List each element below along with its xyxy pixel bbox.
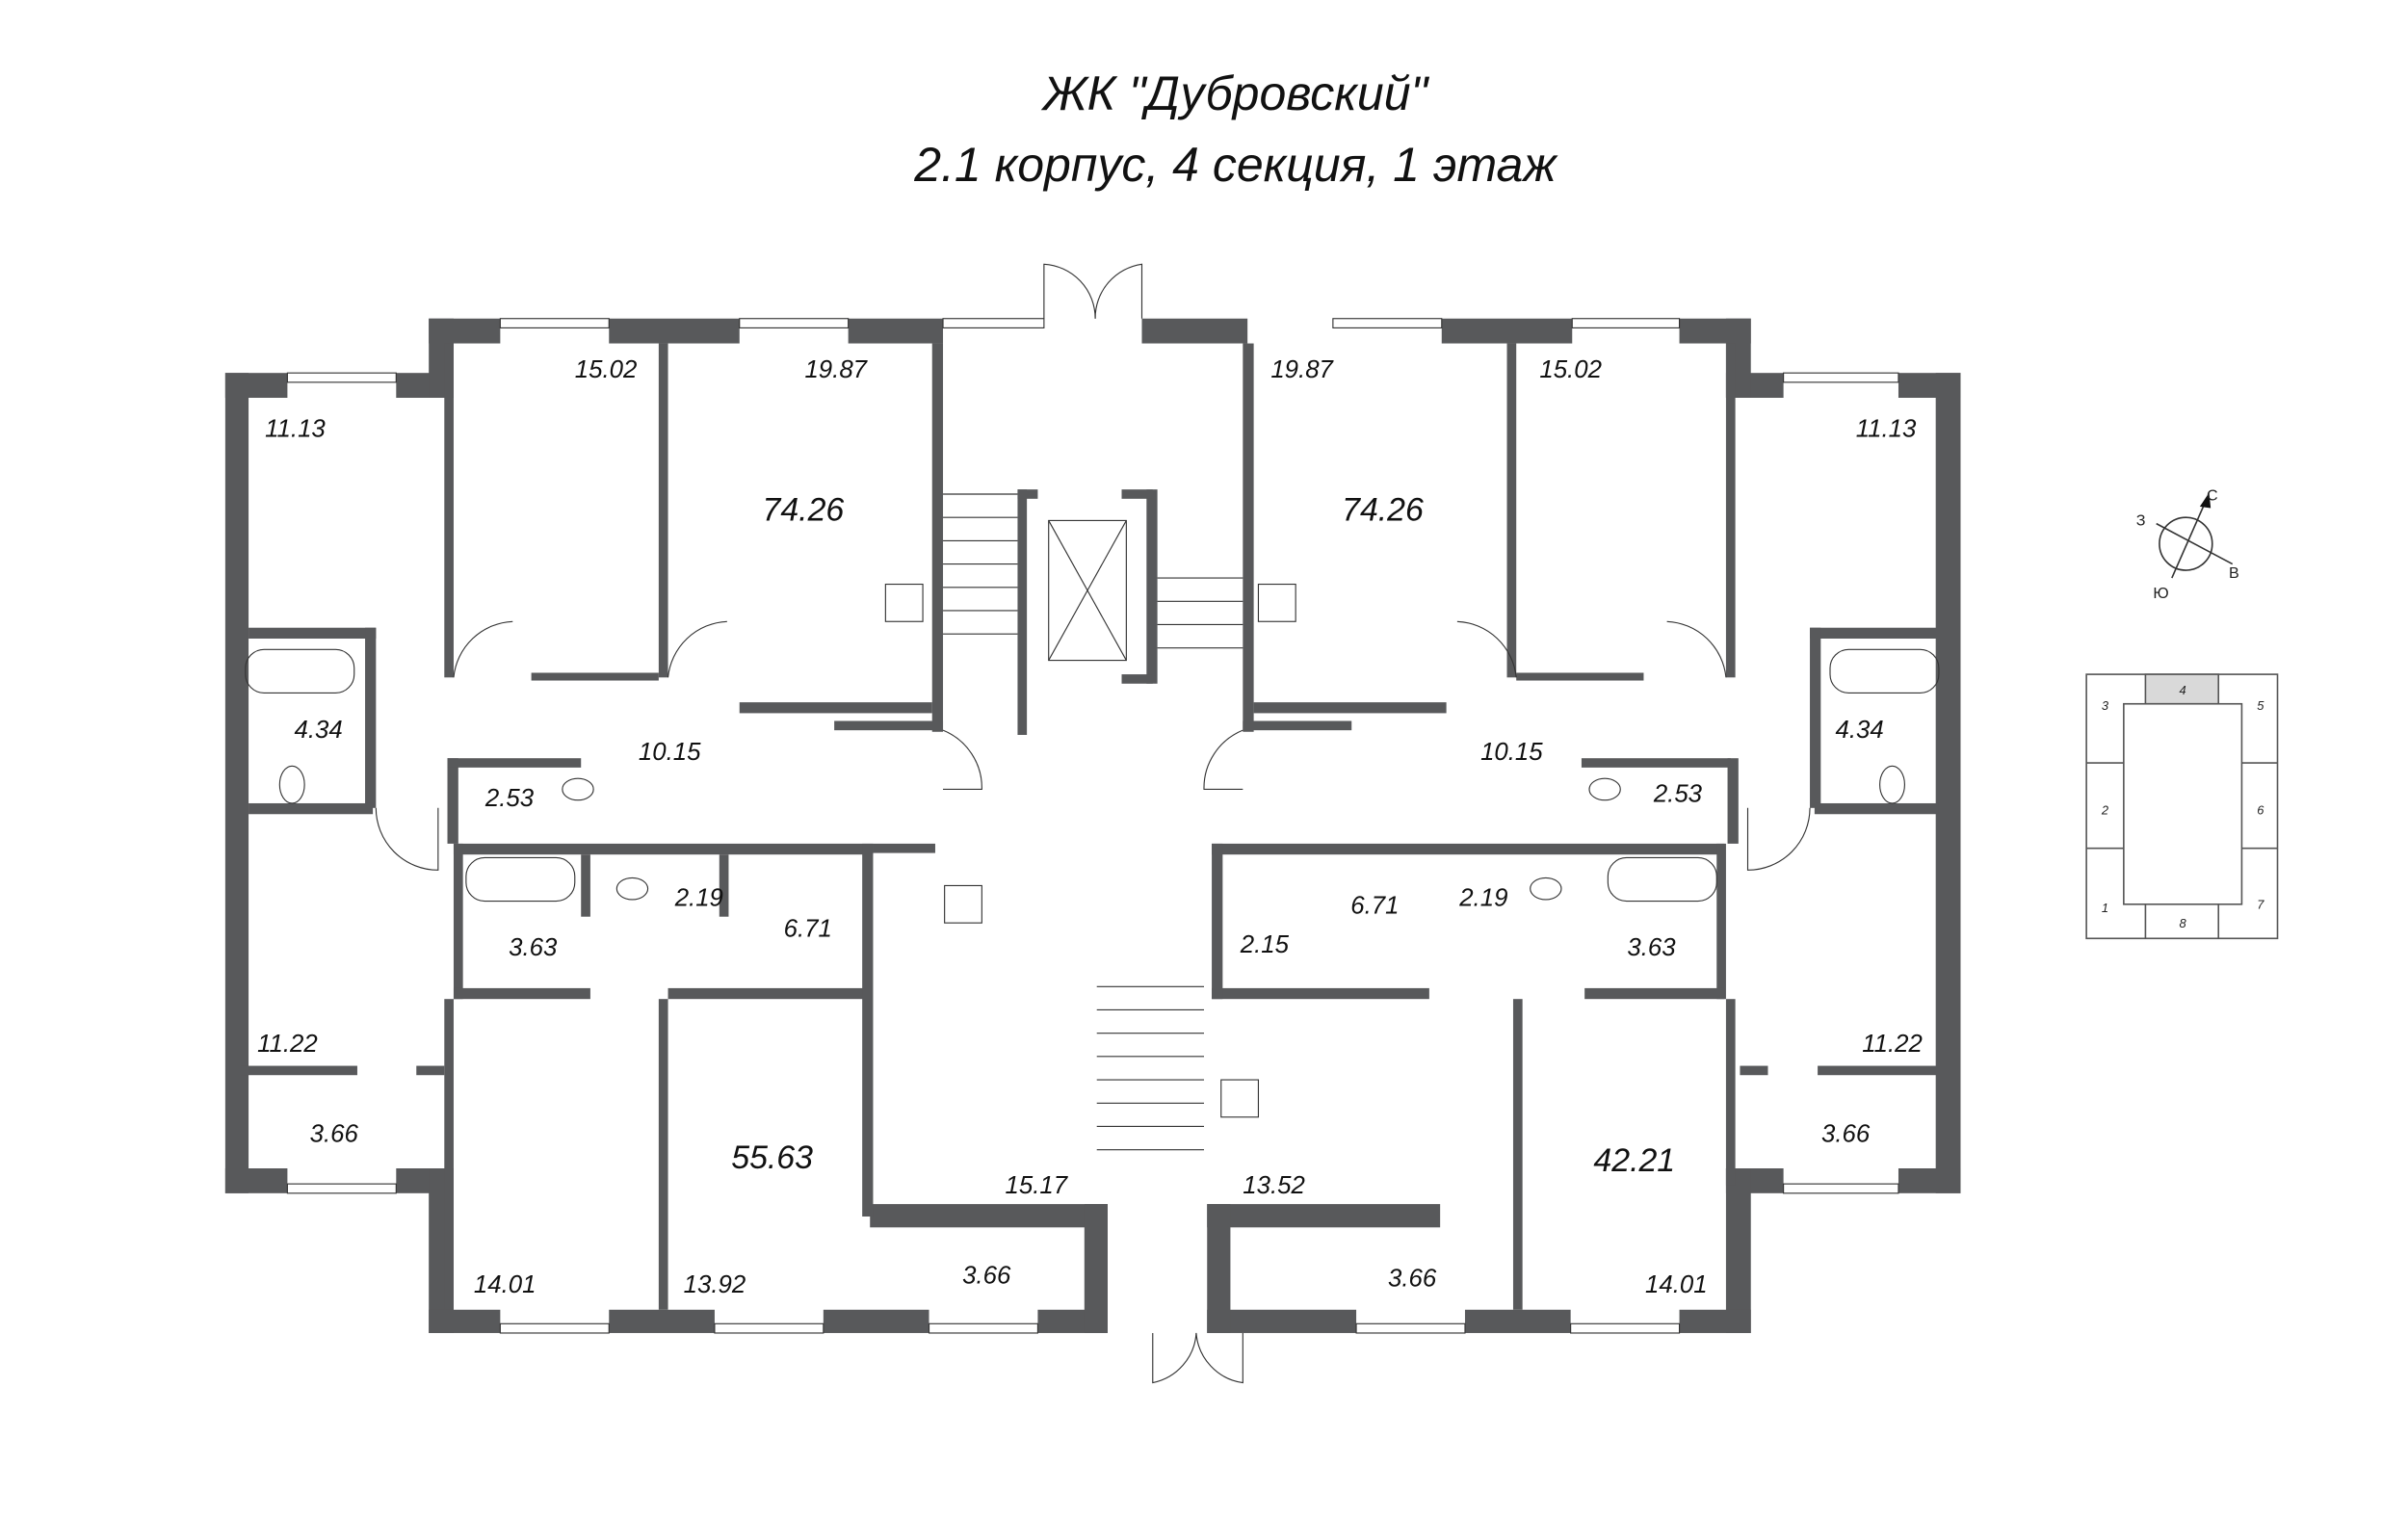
- key-plan-section: 4: [2180, 683, 2186, 697]
- stairs-and-elevator: [375, 263, 1811, 1384]
- apartment-total-area: 74.26: [1342, 491, 1424, 528]
- key-plan-section: 2: [2101, 802, 2108, 817]
- room-area: 15.02: [575, 356, 638, 383]
- room-area: 10.15: [1480, 739, 1543, 766]
- room-area: 3.63: [1627, 934, 1676, 961]
- key-plan-section: 1: [2102, 901, 2108, 915]
- room-area: 19.87: [804, 356, 868, 383]
- key-plan-section: 8: [2180, 916, 2187, 930]
- room-area: 2.19: [1458, 884, 1507, 911]
- apartment-total-area: 74.26: [763, 491, 845, 528]
- key-plan-section: 6: [2257, 802, 2264, 817]
- room-area: 3.63: [509, 934, 558, 961]
- room-area: 6.71: [1350, 892, 1399, 919]
- key-plan-section: 5: [2257, 698, 2264, 713]
- compass-east: В: [2229, 564, 2239, 582]
- key-plan: [2085, 673, 2279, 940]
- room-area: 11.22: [1862, 1031, 1923, 1058]
- floor-subtitle: 2.1 корпус, 4 секция, 1 этаж: [914, 138, 1557, 192]
- room-area: 6.71: [784, 916, 832, 943]
- compass-north: С: [2207, 486, 2218, 504]
- bathroom-fixtures: [245, 648, 1940, 903]
- room-area: 14.01: [1645, 1271, 1708, 1298]
- room-area: 11.13: [1856, 415, 1917, 442]
- room-area: 15.17: [1006, 1172, 1069, 1199]
- room-area: 19.87: [1270, 356, 1334, 383]
- room-area: 2.53: [1653, 780, 1703, 807]
- room-area: 3.66: [1821, 1121, 1871, 1148]
- apartment-total-area: 42.21: [1593, 1142, 1675, 1179]
- room-area: 2.19: [674, 884, 723, 911]
- kitchen-stoves: [884, 583, 1296, 1118]
- room-area: 4.34: [1836, 717, 1884, 744]
- key-plan-section-highlighted: [2144, 673, 2220, 705]
- compass-icon: С Ю З В: [2136, 486, 2239, 602]
- room-area: 11.13: [265, 415, 326, 442]
- walls: [224, 318, 1961, 1333]
- windows: [286, 318, 1899, 1334]
- key-plan-section: 3: [2102, 698, 2109, 713]
- apartment-total-area: 55.63: [731, 1139, 813, 1176]
- compass-south: Ю: [2153, 585, 2168, 602]
- room-area: 13.92: [684, 1271, 746, 1298]
- room-area: 15.02: [1539, 356, 1602, 383]
- room-area: 10.15: [639, 739, 701, 766]
- room-area: 14.01: [474, 1271, 537, 1298]
- room-area: 3.66: [962, 1262, 1011, 1289]
- room-area: 2.53: [484, 785, 535, 812]
- room-area: 3.66: [310, 1121, 359, 1148]
- room-area: 13.52: [1243, 1172, 1305, 1199]
- room-area: 3.66: [1388, 1266, 1437, 1293]
- compass-west: З: [2136, 511, 2146, 529]
- room-area: 11.22: [257, 1031, 318, 1058]
- room-area: 2.15: [1240, 931, 1290, 958]
- key-plan-section: 7: [2257, 898, 2264, 912]
- complex-title: ЖК "Дубровский": [1042, 66, 1428, 120]
- room-area: 4.34: [295, 717, 343, 744]
